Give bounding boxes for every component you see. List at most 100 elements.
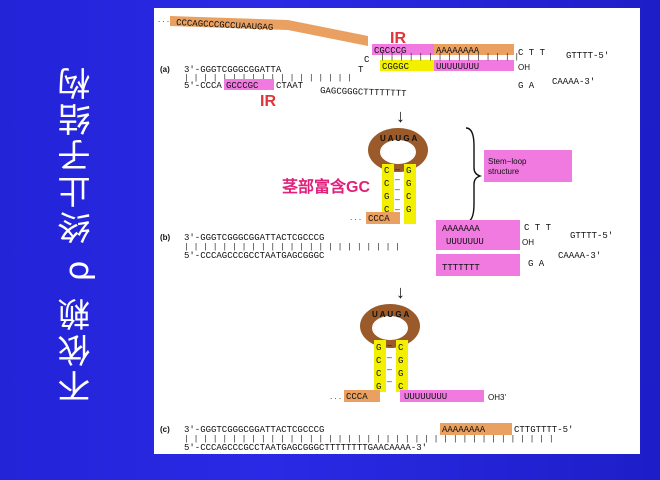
top-right-end: C T T (518, 48, 546, 58)
terminator-diagram: (a) . . . CCCAGCCCGCCUAAUGAG IR IR CGCCC… (158, 15, 613, 453)
svg-text:—: — (394, 196, 400, 205)
rna-oh: OH (518, 63, 530, 72)
rna-dots-b: . . . (350, 213, 361, 222)
svg-text:C: C (376, 369, 382, 379)
svg-text:—: — (394, 186, 400, 195)
pair-ticks-b: | | | | | | | | | | | | | | | | | | | | … (184, 243, 400, 252)
rna-tail-c: CCCA (346, 392, 368, 402)
top-polya-highlight (434, 44, 514, 55)
coding-bent: GAGCGGGCTTTTTTTT (320, 86, 407, 99)
stem-letters-c: G (376, 343, 381, 353)
rna-tail-highlight-c (344, 390, 380, 402)
hairpin-loop-inner-c (372, 316, 408, 340)
rna-dots-c: . . . (330, 392, 341, 401)
pair-ticks-c: | | | | | | | | | | | | | | | | | | | | … (184, 435, 554, 444)
polya-highlight-c (440, 423, 512, 435)
coding-right-g-b: G A (528, 259, 545, 269)
svg-text:C: C (398, 343, 404, 353)
callout-line-2: structure (488, 167, 520, 176)
oh3-c: OH3' (488, 393, 506, 402)
pair-ticks-a1: | | | | | | | | | | | | | | | (380, 53, 519, 62)
stem-left-b (382, 164, 394, 224)
stem-left-c (374, 340, 386, 392)
coding-ir-highlight (224, 79, 274, 90)
svg-text:—: — (386, 366, 392, 375)
template-polya-b: AAAAAAA (442, 224, 480, 234)
gc-annotation: 茎部富含GC (282, 177, 370, 196)
coding-ir: GCCCGC (226, 81, 259, 91)
hairpin-top-c: U A U G A (372, 310, 410, 319)
svg-text:G: G (406, 166, 411, 176)
slide-title: 不依赖 ρ 终止子结构 (57, 64, 96, 404)
coding-left-a: 5'-CCCA (184, 81, 222, 91)
ir-label-top: IR (390, 30, 406, 47)
svg-text:G: G (376, 382, 381, 392)
template-tail-c: CTTGTTTT-5' (514, 425, 573, 435)
svg-text:G: G (398, 369, 403, 379)
rna-polyu: UUUUUUUU (436, 62, 479, 72)
rna-strand-highlight (170, 16, 368, 46)
ir-label-bottom: IR (260, 93, 276, 110)
template-strand-b: 3'-GGGTCGGGCGGATTACTCGCCCG (184, 233, 324, 243)
rna-tail-highlight-b (366, 212, 400, 224)
template-strand-a: 3'-GGGTCGGGCGGATTA (184, 65, 282, 75)
arrow-down-icon-2: ↓ (396, 282, 405, 302)
coding-strand-c: 5'-CCCAGCCCGCCTAATGAGCGGGCTTTTTTTTGAACAA… (184, 443, 427, 453)
top-right-end-b: C T T (524, 223, 552, 233)
coding-right-g: G A (518, 81, 535, 91)
stem-loop-callout (484, 150, 572, 182)
svg-text:G: G (406, 179, 411, 189)
rna-polyu-highlight (434, 60, 514, 71)
top-ir-seq: CGCCCG (374, 46, 406, 56)
rna-gc-highlight (380, 60, 434, 71)
callout-brace (465, 127, 483, 223)
coding-polyt-b: TTTTTTT (442, 263, 480, 273)
svg-text:G: G (398, 356, 403, 366)
svg-text:C: C (384, 205, 390, 215)
svg-text:C: C (398, 382, 404, 392)
oh-b: OH (522, 238, 534, 247)
panel-c-label: (c) (160, 425, 170, 434)
hairpin-loop-inner-b (380, 140, 416, 164)
coding-strand-b: 5'-CCCAGCCCGCCTAATGAGCGGGC (184, 251, 325, 261)
top-polya: AAAAAAAA (436, 46, 480, 56)
rna-end-b: UUUUUUU (446, 237, 484, 247)
svg-text:—: — (386, 378, 392, 387)
stem-ticks-b: — (394, 166, 400, 175)
diagram-panel: (a) . . . CCCAGCCCGCCUAAUGAG IR IR CGCCC… (154, 8, 640, 454)
polyt-highlight-b (436, 254, 520, 276)
template-t: T (358, 65, 364, 75)
hairpin-top-b: U A U G A (380, 134, 418, 143)
stem-right-b (404, 164, 416, 224)
stem-letters-b: C (384, 166, 390, 176)
rna-end-c: UUUUUUUU (404, 392, 447, 402)
arrow-down-icon: ↓ (396, 106, 405, 126)
svg-text:C: C (406, 192, 412, 202)
svg-text:—: — (394, 176, 400, 185)
template-strand-c: 3'-GGGTCGGGCGGATTACTCGCCCG (184, 425, 324, 435)
top-right-tail-b: GTTTT-5' (570, 231, 613, 241)
callout-line-1: Stem−loop (488, 157, 527, 166)
coding-right-tail-b: CAAAA-3' (558, 251, 601, 261)
top-ir-highlight (372, 44, 434, 55)
rna-gc: CGGGC (382, 62, 410, 72)
svg-text:G: G (406, 205, 411, 215)
rna-end-highlight-c (400, 390, 484, 402)
pair-ticks-a2: | | | | | | | | | | | | | | | | | | (184, 74, 352, 83)
svg-text:G: G (384, 192, 389, 202)
polya-highlight-b (436, 220, 520, 250)
rna-dots: . . . (158, 15, 169, 24)
svg-text:C: C (376, 356, 382, 366)
template-polya-c: AAAAAAAA (442, 425, 486, 435)
svg-text:—: — (394, 206, 400, 215)
panel-b-label: (b) (160, 233, 171, 242)
svg-text:C: C (384, 179, 390, 189)
coding-mid: CTAAT (276, 81, 304, 91)
template-c: C (364, 55, 370, 65)
stem-right-c (396, 340, 408, 392)
top-right-tail: GTTTT-5' (566, 51, 609, 61)
svg-text:—: — (386, 354, 392, 363)
coding-right-tail: CAAAA-3' (552, 77, 595, 87)
rna-tail-b: CCCA (368, 214, 390, 224)
